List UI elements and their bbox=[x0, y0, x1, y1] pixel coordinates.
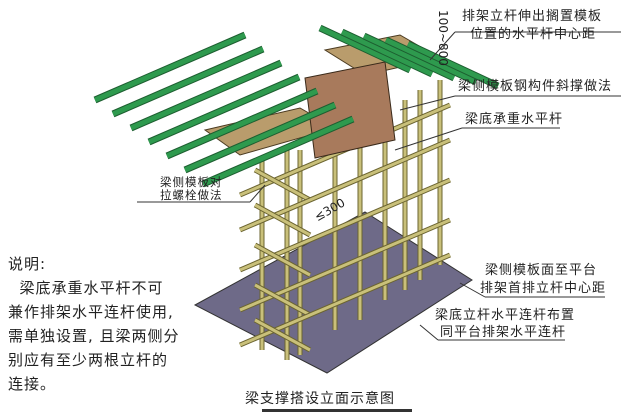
timber-beam bbox=[94, 32, 246, 103]
label-bottom-bar-2: 同平台排架水平连杆 bbox=[440, 325, 567, 340]
note-line: 兼作排架水平连杆使用, bbox=[8, 303, 174, 321]
cross-ledger bbox=[254, 283, 311, 317]
green-timber-beams bbox=[93, 24, 500, 188]
dimension-top-range: 100~800 bbox=[436, 10, 450, 66]
cross-ledger bbox=[254, 243, 311, 277]
label-tie-bolt-1: 梁侧模板对 bbox=[160, 175, 223, 189]
note-line: 连接。 bbox=[8, 375, 57, 393]
timber-beam bbox=[384, 37, 478, 85]
title-underline bbox=[262, 409, 412, 412]
label-side-to-platform-1: 梁侧模板面至平台 bbox=[485, 263, 598, 278]
timber-beam bbox=[130, 60, 282, 131]
timber-beam bbox=[184, 102, 336, 173]
timber-beam bbox=[166, 88, 318, 159]
timber-beam bbox=[362, 33, 456, 81]
label-pole-spacing-2: 位置的水平杆中心距 bbox=[470, 27, 597, 42]
explanation-note: 说明: 梁底承重水平杆不可 兼作排架水平连杆使用, 需单独设置, 且梁两侧分 别… bbox=[8, 252, 180, 396]
timber-beam bbox=[406, 41, 500, 89]
label-side-brace: 梁侧模板钢构件斜撑做法 bbox=[458, 79, 613, 94]
cross-ledger bbox=[254, 168, 311, 202]
note-line: 需单独设置, 且梁两侧分 bbox=[8, 327, 180, 345]
timber-beam bbox=[112, 46, 264, 117]
label-side-to-platform-2: 排架首排立杆中心距 bbox=[480, 281, 607, 296]
label-pole-spacing-1: 排架立杆伸出搁置模板 bbox=[462, 9, 603, 24]
timber-beam bbox=[318, 25, 412, 73]
cross-ledger bbox=[254, 203, 311, 237]
horizontal-ledgers bbox=[239, 102, 451, 353]
label-bottom-bar-1: 梁底立杆水平连杆布置 bbox=[435, 308, 576, 323]
note-line: 别应有至少两根立杆的 bbox=[8, 351, 169, 369]
leader-lines bbox=[137, 31, 621, 341]
note-heading: 说明: bbox=[8, 255, 47, 273]
note-line: 梁底承重水平杆不可 bbox=[8, 279, 164, 297]
timber-beam bbox=[148, 74, 300, 145]
beam-side-formwork bbox=[304, 61, 396, 159]
diagram-title: 梁支撑搭设立面示意图 bbox=[245, 391, 395, 407]
timber-beam bbox=[340, 29, 434, 77]
cross-ledger bbox=[254, 318, 311, 352]
timber-beam bbox=[202, 116, 354, 187]
label-bearing-bar: 梁底承重水平杆 bbox=[465, 112, 564, 127]
label-tie-bolt-2: 拉螺栓做法 bbox=[160, 188, 223, 202]
